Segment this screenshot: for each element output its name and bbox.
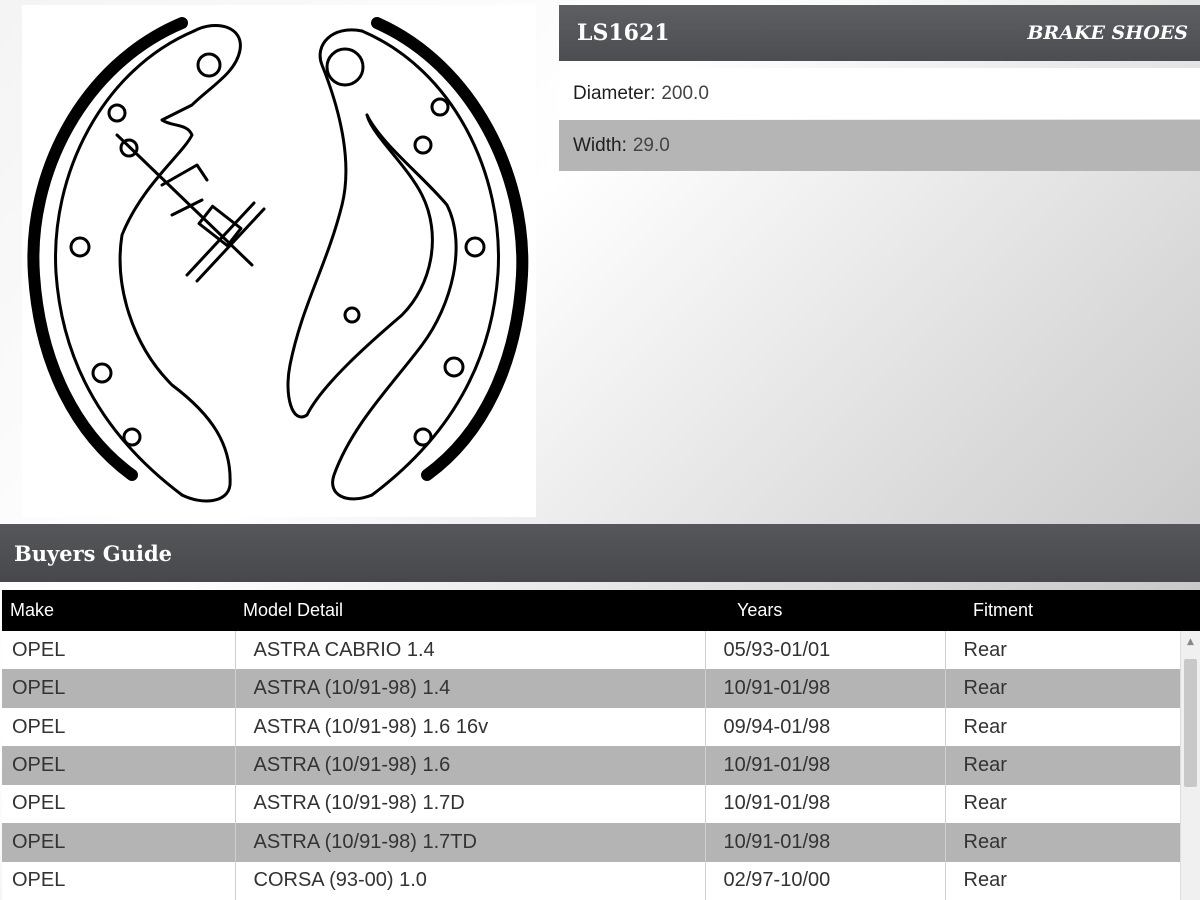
- buyers-guide-table: Make Model Detail Years Fitment OPEL AST…: [2, 590, 1200, 900]
- cell-fitment: Rear: [945, 669, 1200, 708]
- cell-fitment: Rear: [945, 823, 1200, 862]
- cell-make: OPEL: [2, 669, 236, 708]
- column-header-fitment[interactable]: Fitment: [973, 600, 1034, 620]
- cell-fitment: Rear: [945, 631, 1200, 670]
- brake-shoes-diagram-icon: [27, 17, 529, 503]
- scroll-up-arrow-icon[interactable]: ▲: [1187, 637, 1194, 647]
- cell-make: OPEL: [2, 707, 236, 747]
- table-row[interactable]: OPEL CORSA (93-00) 1.0 02/97-10/00 Rear: [2, 861, 1200, 900]
- cell-fitment: Rear: [945, 861, 1200, 900]
- table-header-row: Make Model Detail Years Fitment: [2, 590, 1200, 631]
- table-row[interactable]: OPEL ASTRA (10/91-98) 1.4 10/91-01/98 Re…: [2, 669, 1200, 708]
- width-label: Width:: [573, 134, 627, 156]
- cell-make: OPEL: [2, 861, 236, 900]
- table-row[interactable]: OPEL ASTRA (10/91-98) 1.6 10/91-01/98 Re…: [2, 746, 1200, 785]
- cell-years: 09/94-01/98: [705, 707, 946, 747]
- cell-years: 10/91-01/98: [705, 784, 946, 824]
- diameter-label: Diameter:: [573, 82, 656, 104]
- cell-fitment: Rear: [945, 746, 1200, 785]
- part-number: LS1621: [577, 20, 670, 46]
- diameter-value: 200.0: [661, 82, 709, 104]
- cell-model: ASTRA (10/91-98) 1.6: [235, 746, 706, 785]
- cell-make: OPEL: [2, 631, 236, 670]
- cell-years: 02/97-10/00: [705, 861, 946, 900]
- table-scrollbar[interactable]: ▲: [1180, 631, 1200, 900]
- cell-make: OPEL: [2, 746, 236, 785]
- spec-width: Width: 29.0: [559, 120, 1200, 171]
- table-row[interactable]: OPEL ASTRA CABRIO 1.4 05/93-01/01 Rear: [2, 631, 1200, 670]
- table-row[interactable]: OPEL ASTRA (10/91-98) 1.7TD 10/91-01/98 …: [2, 823, 1200, 862]
- table-row[interactable]: OPEL ASTRA (10/91-98) 1.7D 10/91-01/98 R…: [2, 784, 1200, 824]
- cell-years: 05/93-01/01: [705, 631, 946, 670]
- scrollbar-thumb[interactable]: [1184, 659, 1197, 787]
- cell-years: 10/91-01/98: [705, 669, 946, 708]
- spec-diameter: Diameter: 200.0: [559, 68, 1200, 119]
- table-row[interactable]: OPEL ASTRA (10/91-98) 1.6 16v 09/94-01/9…: [2, 707, 1200, 747]
- cell-model: ASTRA (10/91-98) 1.4: [235, 669, 706, 708]
- cell-years: 10/91-01/98: [705, 823, 946, 862]
- buyers-guide-title: Buyers Guide: [0, 524, 1200, 582]
- cell-model: ASTRA (10/91-98) 1.6 16v: [235, 707, 706, 747]
- cell-years: 10/91-01/98: [705, 746, 946, 785]
- cell-make: OPEL: [2, 784, 236, 824]
- cell-model: ASTRA CABRIO 1.4: [235, 631, 706, 670]
- column-header-model[interactable]: Model Detail: [243, 600, 344, 620]
- cell-model: ASTRA (10/91-98) 1.7D: [235, 784, 706, 824]
- cell-make: OPEL: [2, 823, 236, 862]
- cell-fitment: Rear: [945, 707, 1200, 747]
- column-header-make[interactable]: Make: [10, 600, 55, 620]
- product-category: BRAKE SHOES: [1027, 22, 1188, 44]
- column-header-years[interactable]: Years: [737, 600, 783, 620]
- product-image: [22, 5, 536, 517]
- width-value: 29.0: [632, 134, 670, 156]
- cell-fitment: Rear: [945, 784, 1200, 824]
- cell-model: CORSA (93-00) 1.0: [235, 861, 706, 900]
- cell-model: ASTRA (10/91-98) 1.7TD: [235, 823, 706, 862]
- product-header: LS1621 BRAKE SHOES: [559, 5, 1200, 61]
